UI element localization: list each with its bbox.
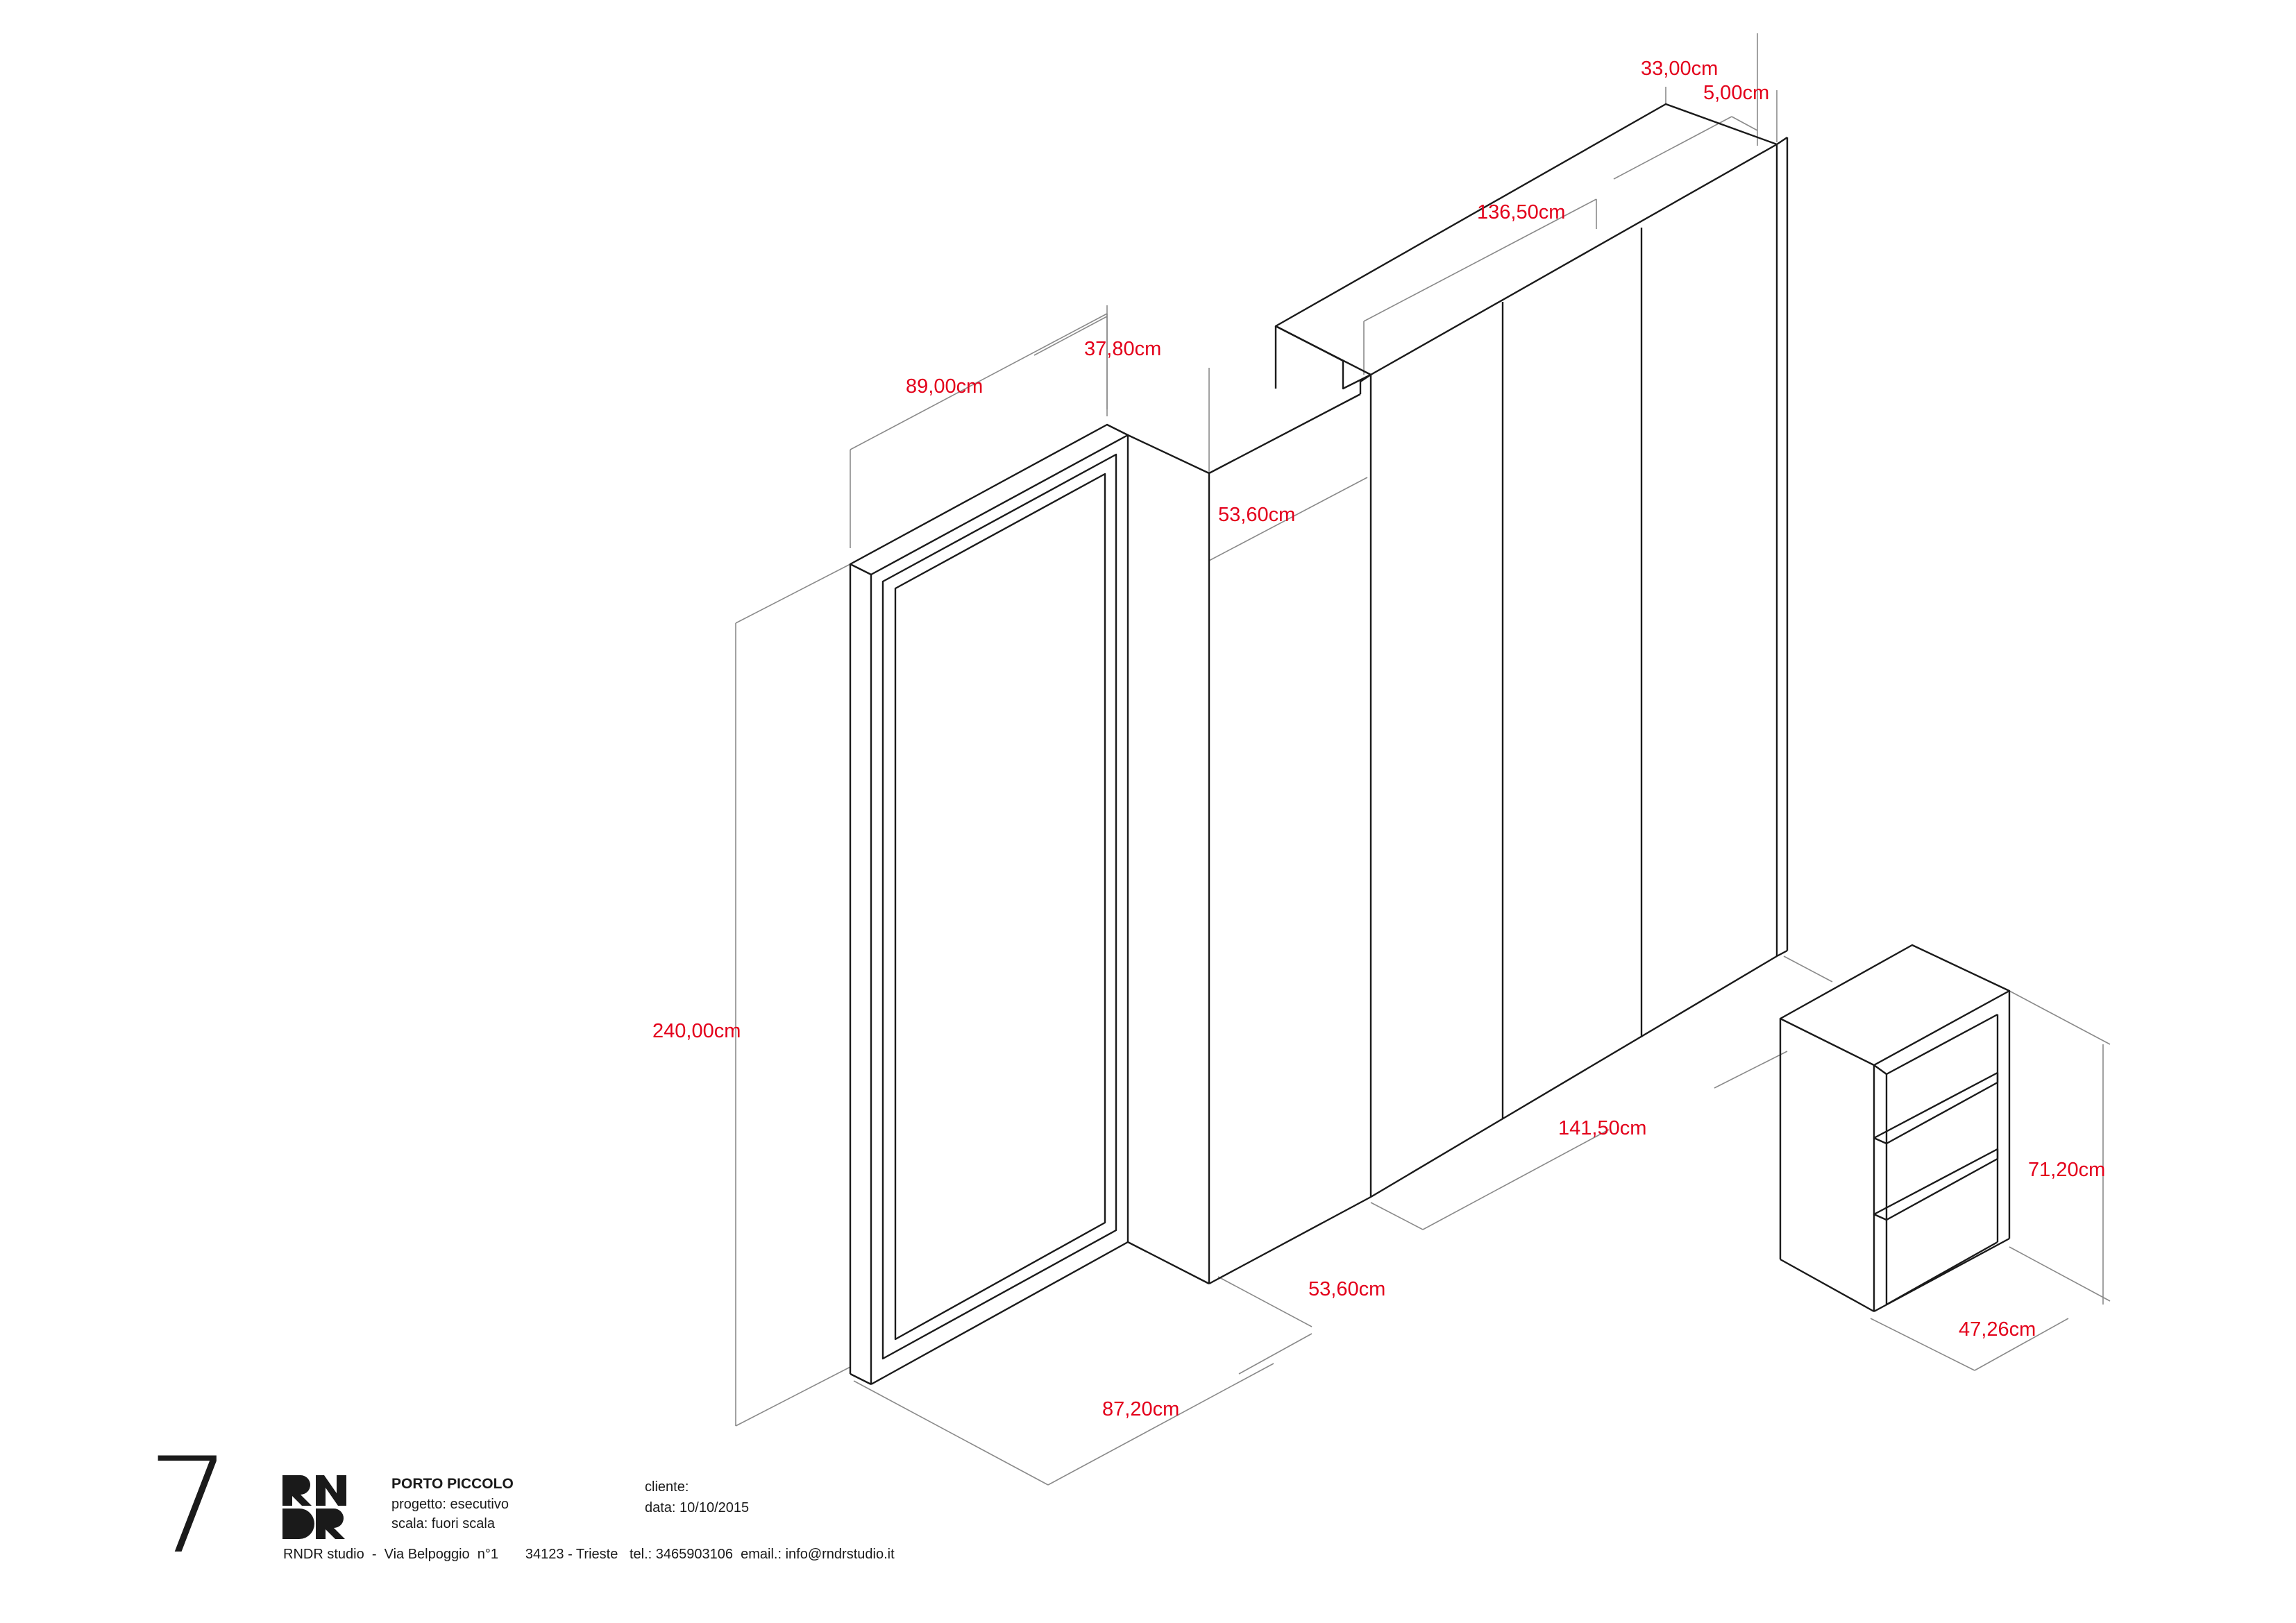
dim-middle-depth: 53,60cm [1218, 504, 1295, 526]
rndr-logo [282, 1475, 346, 1539]
dim-base-width-left: 87,20cm [1102, 1398, 1179, 1420]
client-label: cliente: [645, 1479, 689, 1495]
dim-base-width-right: 141,50cm [1558, 1117, 1646, 1139]
dim-side-depth-left: 37,80cm [1084, 338, 1161, 360]
project-phase: progetto: esecutivo [391, 1497, 509, 1512]
dim-shelf-width: 47,26cm [1959, 1318, 2036, 1341]
dim-height-total: 240,00cm [652, 1020, 741, 1042]
dim-top-width: 136,50cm [1477, 201, 1565, 223]
dim-top-thickness: 5,00cm [1703, 82, 1769, 104]
dimension-labels: 33,00cm 5,00cm 136,50cm 37,80cm 89,00cm … [652, 58, 2105, 1420]
shelf-unit [1779, 944, 2011, 1313]
dim-mirror-width: 89,00cm [906, 375, 983, 398]
side-column [1127, 374, 1371, 1285]
mirror-frame [849, 423, 1129, 1386]
project-name: PORTO PICCOLO [391, 1476, 514, 1492]
page-number: 7 [147, 1429, 231, 1583]
wardrobe-body [1274, 103, 1789, 1198]
dim-top-depth-right: 33,00cm [1641, 58, 1718, 80]
project-scale: scala: fuori scala [391, 1516, 495, 1531]
studio-contact-line: RNDR studio - Via Belpoggio n°1 34123 - … [283, 1547, 895, 1562]
dim-base-depth-middle: 53,60cm [1308, 1278, 1385, 1300]
title-block: 7 PORTO PICCOLO progetto: esecutivo scal… [0, 1441, 2296, 1623]
dim-shelf-height: 71,20cm [2028, 1159, 2105, 1181]
date-label: data: 10/10/2015 [645, 1500, 750, 1515]
dimension-lines [735, 33, 2111, 1486]
